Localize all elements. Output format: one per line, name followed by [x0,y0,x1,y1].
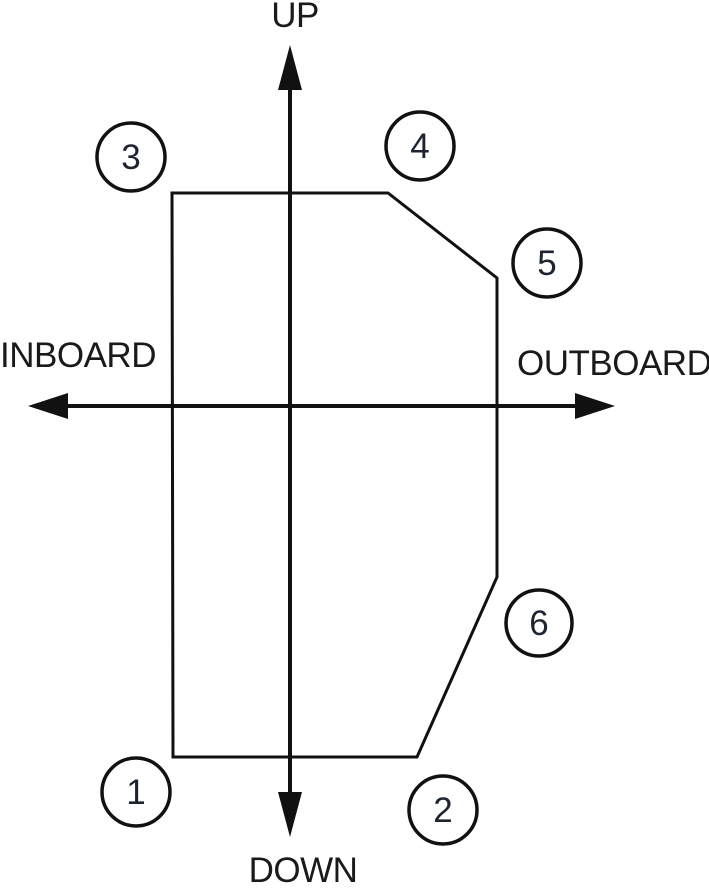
callout-number: 2 [433,791,452,830]
outboard-arrowhead-icon [575,393,615,419]
callout-3: 3 [95,121,167,193]
callout-circle [504,588,574,658]
axis-label-outboard: OUTBOARD [517,344,709,383]
callout-number: 5 [537,244,556,283]
inboard-arrowhead-icon [28,393,68,419]
down-arrowhead-icon [278,792,302,837]
callout-number: 6 [529,604,548,643]
callout-circle [511,227,583,299]
callout-number: 3 [121,138,140,177]
envelope-outline [170,191,499,759]
callout-number: 1 [126,773,145,812]
callout-number: 4 [410,127,429,166]
callout-circle [100,756,172,828]
callout-6: 6 [504,588,574,658]
callout-circle [384,110,456,182]
axis-label-down: DOWN [248,851,358,888]
axis-label-up: UP [271,0,319,35]
callout-circle [407,774,479,846]
callout-4: 4 [384,110,456,182]
up-arrowhead-icon [278,45,302,90]
callout-5: 5 [511,227,583,299]
callout-circle [95,121,167,193]
callout-1: 1 [100,756,172,828]
callout-2: 2 [407,774,479,846]
axis-label-inboard: INBOARD [0,336,156,375]
